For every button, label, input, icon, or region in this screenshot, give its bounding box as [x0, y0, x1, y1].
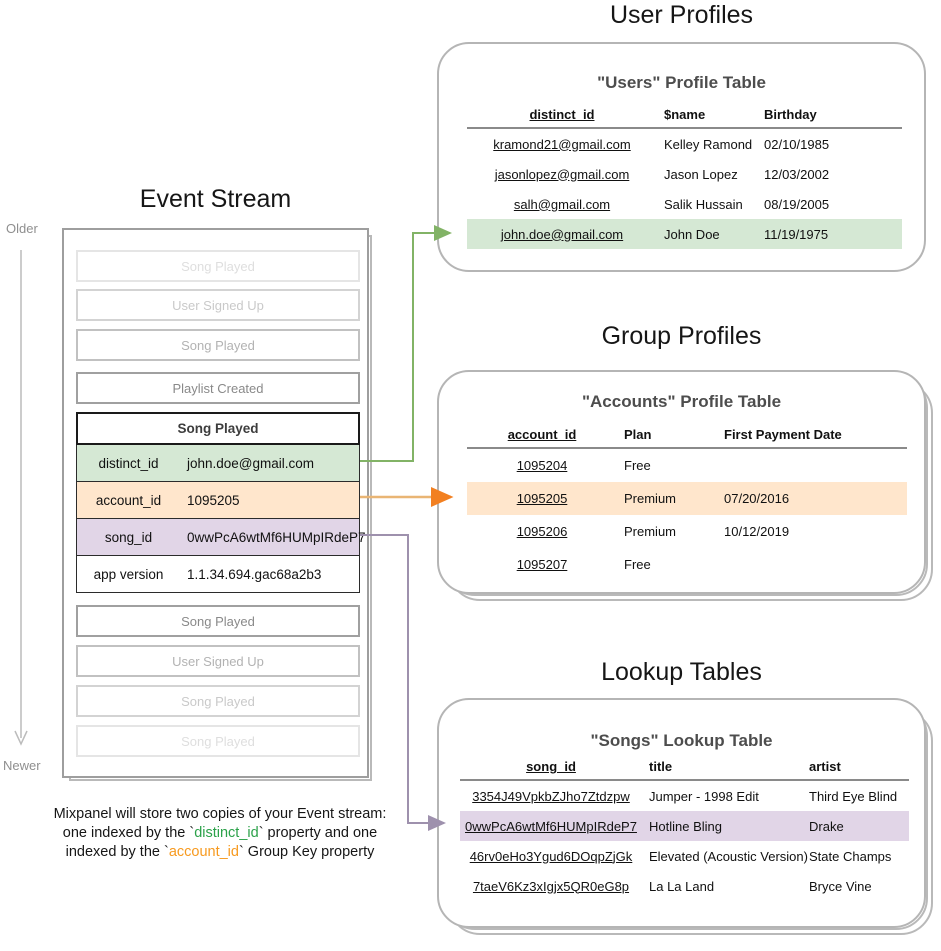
property-value: 0wwPcA6wtMf6HUMpIRdeP7 [187, 529, 366, 545]
event-stream-title: Event Stream [139, 185, 292, 213]
event-property-app-version: app version 1.1.34.694.gac68a2b3 [76, 556, 360, 593]
caption-line1: Mixpanel will store two copies of your E… [53, 806, 387, 822]
event-item-faded: User Signed Up [76, 645, 360, 677]
accounts-table-title: "Accounts" Profile Table [581, 392, 782, 411]
table-row: salh@gmail.com Salik Hussain 08/19/2005 [513, 196, 830, 212]
column-header: Plan [624, 427, 652, 442]
column-header: $name [664, 107, 706, 122]
column-header: distinct_id [529, 107, 595, 122]
expanded-event-title: Song Played [76, 412, 360, 445]
newer-label: Newer [3, 758, 41, 773]
distinct-id-code: distinct_id [194, 825, 259, 842]
accounts-table-header: account_id Plan First Payment Date [467, 422, 907, 449]
event-item: Song Played [76, 605, 360, 637]
group-profiles-title: Group Profiles [601, 322, 762, 350]
users-profile-card: "Users" Profile Table distinct_id $name … [437, 42, 926, 272]
event-item-faded: User Signed Up [76, 289, 360, 321]
lookup-tables-title: Lookup Tables [601, 658, 762, 686]
column-header: Birthday [764, 107, 817, 122]
event-item-faded: Song Played [76, 725, 360, 757]
property-value: 1.1.34.694.gac68a2b3 [187, 566, 322, 582]
event-stream-container: Song Played User Signed Up Song Played P… [62, 228, 372, 781]
table-row: 46rv0eHo3Ygud6DOqpZjGk Elevated (Acousti… [469, 848, 892, 864]
column-header: account_id [507, 427, 577, 442]
users-table-header: distinct_id $name Birthday [467, 102, 902, 129]
songs-table: song_id title artist 3354J49VpkbZJho7Ztd… [460, 754, 909, 901]
event-item-faded: Song Played [76, 250, 360, 282]
table-row-highlighted: john.doe@gmail.com John Doe 11/19/1975 [467, 219, 902, 249]
column-header: artist [809, 759, 841, 774]
connector-song-id-arrow [360, 534, 446, 831]
property-key: account_id [95, 492, 162, 508]
caption-line2: one indexed by the ` [62, 825, 195, 842]
timeline-arrowhead-icon [14, 730, 28, 746]
table-row: 1095207 Free [516, 557, 651, 572]
event-item: Playlist Created [76, 372, 360, 404]
caption-line3: indexed by the ` [65, 844, 169, 861]
expanded-event-card: Song Played distinct_id john.doe@gmail.c… [76, 412, 366, 593]
accounts-profile-card: "Accounts" Profile Table account_id Plan… [437, 370, 933, 601]
accounts-table: account_id Plan First Payment Date 10952… [467, 422, 907, 581]
table-row-highlighted: 1095205 Premium 07/20/2016 [467, 482, 907, 515]
songs-lookup-card: "Songs" Lookup Table song_id title artis… [437, 698, 933, 935]
table-row: 3354J49VpkbZJho7Ztdzpw Jumper - 1998 Edi… [472, 788, 898, 804]
event-property-account-id: account_id 1095205 [76, 482, 360, 519]
property-value: 1095205 [187, 492, 240, 508]
property-key: song_id [104, 529, 153, 545]
table-row-highlighted: 0wwPcA6wtMf6HUMpIRdeP7 Hotline Bling Dra… [460, 811, 909, 841]
users-table: distinct_id $name Birthday kramond21@gma… [467, 102, 902, 249]
table-row: jasonlopez@gmail.com Jason Lopez 12/03/2… [494, 166, 830, 182]
songs-table-title: "Songs" Lookup Table [590, 731, 773, 750]
table-row: 7taeV6Kz3xIgjx5QR0eG8p La La Land Bryce … [472, 878, 872, 894]
event-property-distinct-id: distinct_id john.doe@gmail.com [76, 445, 360, 482]
property-value: john.doe@gmail.com [187, 455, 315, 471]
column-header: First Payment Date [724, 427, 842, 442]
event-item-faded: Song Played [76, 685, 360, 717]
event-property-song-id: song_id 0wwPcA6wtMf6HUMpIRdeP7 [76, 519, 366, 556]
event-item-faded: Song Played [76, 329, 360, 361]
property-key: distinct_id [98, 455, 159, 471]
column-header: title [649, 759, 673, 774]
table-row: kramond21@gmail.com Kelley Ramond 02/10/… [493, 136, 830, 152]
column-header: song_id [526, 759, 576, 774]
table-row: 1095206 Premium 10/12/2019 [516, 524, 790, 539]
user-profiles-title: User Profiles [609, 1, 754, 29]
table-row: 1095204 Free [516, 458, 651, 473]
users-table-title: "Users" Profile Table [597, 73, 766, 92]
property-key: app version [93, 566, 164, 582]
songs-table-header: song_id title artist [460, 754, 909, 781]
account-id-code: account_id [168, 844, 239, 861]
event-stream-caption: Mixpanel will store two copies of your E… [53, 806, 387, 861]
older-label: Older [6, 221, 38, 236]
